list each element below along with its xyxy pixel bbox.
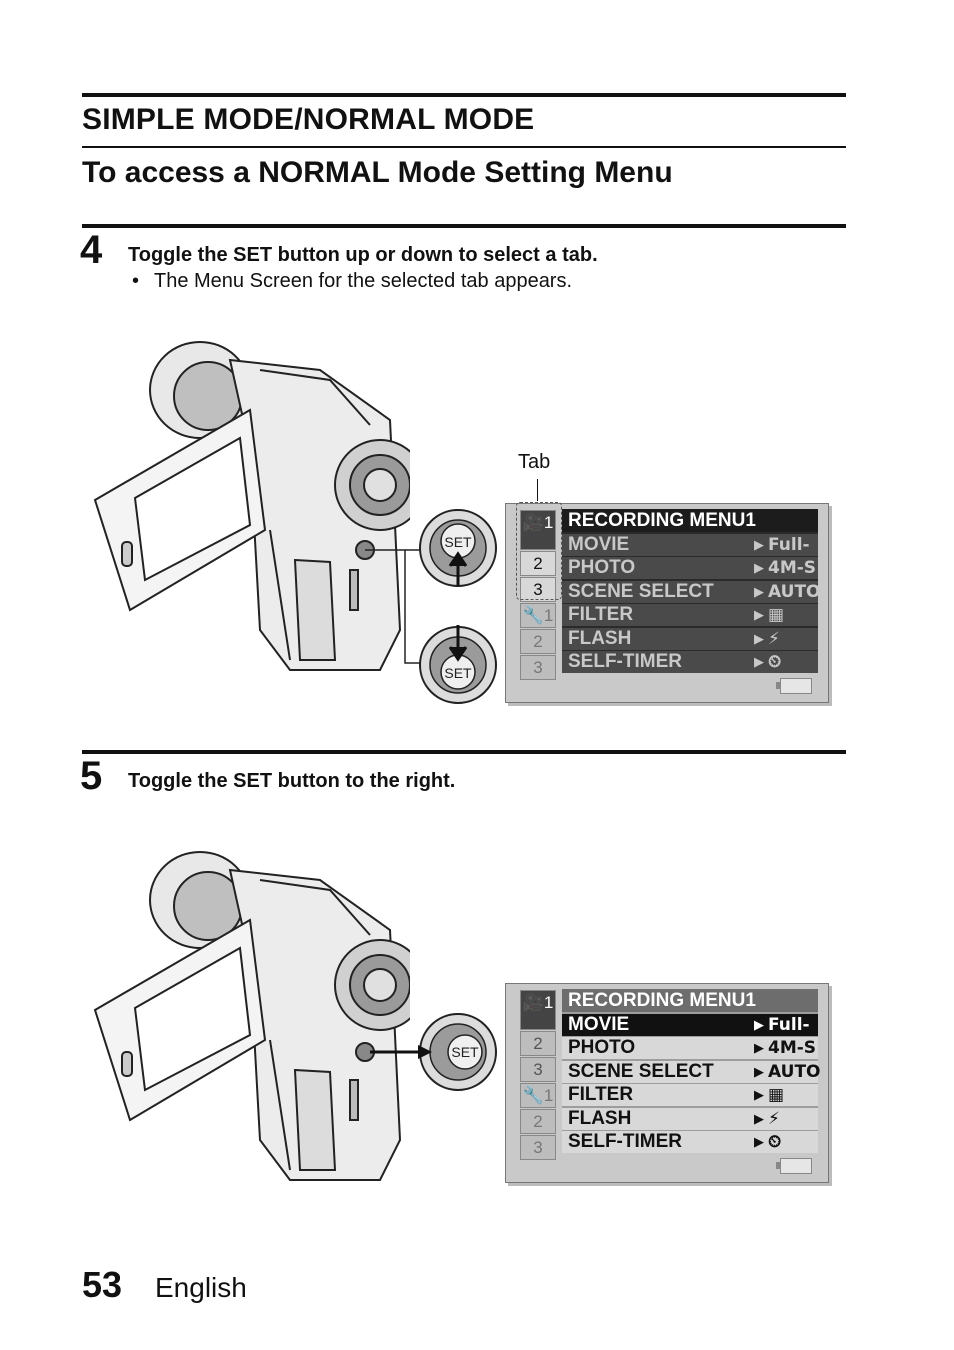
menu-row-movie: MOVIE▶Full-HD xyxy=(562,533,818,577)
connector-arrow xyxy=(370,1045,432,1059)
tab-3: 3 xyxy=(520,1057,556,1082)
option-tab-1: 🔧1 xyxy=(520,1083,556,1108)
tab-highlight xyxy=(516,502,562,600)
menu-row-scene-select: SCENE SELECT▶AUTO xyxy=(562,580,821,603)
menu-row-flash: FLASH▶⚡ xyxy=(562,627,818,650)
tab-3: 3 xyxy=(520,577,556,602)
tab-callout-label: Tab xyxy=(518,451,551,473)
option-tab-3: 3 xyxy=(520,655,556,680)
menu-screen-step4: 🎥1 2 3 🔧1 2 3 RECORDING MENU1 MOVIE▶Full… xyxy=(505,503,829,703)
set-button-right: SET xyxy=(419,1013,497,1091)
flash-icon: ⚡ xyxy=(768,628,780,649)
page-subtitle: To access a NORMAL Mode Setting Menu xyxy=(82,156,673,189)
battery-icon xyxy=(776,678,812,694)
menu-title: RECORDING MENU1 xyxy=(562,509,818,532)
set-button-down: SET xyxy=(419,625,497,704)
tab-column: 🎥1 2 3 🔧1 2 3 xyxy=(520,510,556,681)
filter-icon: ▦ xyxy=(768,605,785,625)
step5-number: 5 xyxy=(80,754,103,798)
set-button-up: SET xyxy=(419,509,497,587)
menu-screen-step5: 🎥1 2 3 🔧1 2 3 RECORDING MENU1 MOVIE▶Full… xyxy=(505,983,829,1183)
section-title: SIMPLE MODE/NORMAL MODE xyxy=(82,103,535,136)
menu-row-photo: PHOTO▶4M-S xyxy=(562,557,818,579)
menu-list: RECORDING MENU1 MOVIE▶Full-HD PHOTO▶4M-S… xyxy=(562,509,821,673)
page-number: 53 xyxy=(82,1264,123,1305)
menu-row-filter: FILTER▶▦ xyxy=(562,1084,818,1106)
menu-row-flash: FLASH▶⚡ xyxy=(562,1107,818,1130)
tab-callout-line xyxy=(537,479,538,501)
step4-bullet: •The Menu Screen for the selected tab ap… xyxy=(132,270,573,292)
recording-tab-icon: 🎥1 xyxy=(520,990,556,1030)
tab-2: 2 xyxy=(520,551,556,576)
option-tab-3: 3 xyxy=(520,1135,556,1160)
filter-icon: ▦ xyxy=(768,1085,785,1105)
menu-row-movie: MOVIE▶Full-HD xyxy=(562,1013,818,1057)
step4-rule xyxy=(82,224,846,228)
timer-icon: ⏲ xyxy=(768,1132,782,1152)
set-label: SET xyxy=(444,534,472,550)
step4-number: 4 xyxy=(80,228,103,272)
tab-column: 🎥1 2 3 🔧1 2 3 xyxy=(520,990,556,1161)
battery-icon xyxy=(776,1158,812,1174)
camera-illustration xyxy=(93,851,410,1181)
menu-list: RECORDING MENU1 MOVIE▶Full-HD PHOTO▶4M-S… xyxy=(562,989,821,1153)
camera-illustration xyxy=(93,341,410,671)
menu-title: RECORDING MENU1 xyxy=(562,989,818,1012)
footer-language: English xyxy=(155,1272,247,1303)
option-tab-2: 2 xyxy=(520,629,556,654)
menu-row-photo: PHOTO▶4M-S xyxy=(562,1037,818,1059)
connector-lines xyxy=(365,549,420,664)
option-tab-2: 2 xyxy=(520,1109,556,1134)
menu-row-self-timer: SELF-TIMER▶⏲ xyxy=(562,651,818,673)
section-rule xyxy=(82,146,846,148)
option-tab-1: 🔧1 xyxy=(520,603,556,628)
menu-row-filter: FILTER▶▦ xyxy=(562,604,818,626)
set-label: SET xyxy=(444,665,472,681)
step4-bullet-text: The Menu Screen for the selected tab app… xyxy=(154,270,573,292)
step4-instruction: Toggle the SET button up or down to sele… xyxy=(128,244,598,266)
flash-icon: ⚡ xyxy=(768,1108,780,1129)
step5-rule xyxy=(82,750,846,754)
recording-tab-icon: 🎥1 xyxy=(520,510,556,550)
timer-icon: ⏲ xyxy=(768,652,782,672)
tab-2: 2 xyxy=(520,1031,556,1056)
top-rule xyxy=(82,93,846,97)
step5-instruction: Toggle the SET button to the right. xyxy=(128,770,456,792)
menu-row-scene-select: SCENE SELECT▶AUTO xyxy=(562,1060,821,1083)
menu-row-self-timer: SELF-TIMER▶⏲ xyxy=(562,1131,818,1153)
set-label: SET xyxy=(451,1044,479,1060)
